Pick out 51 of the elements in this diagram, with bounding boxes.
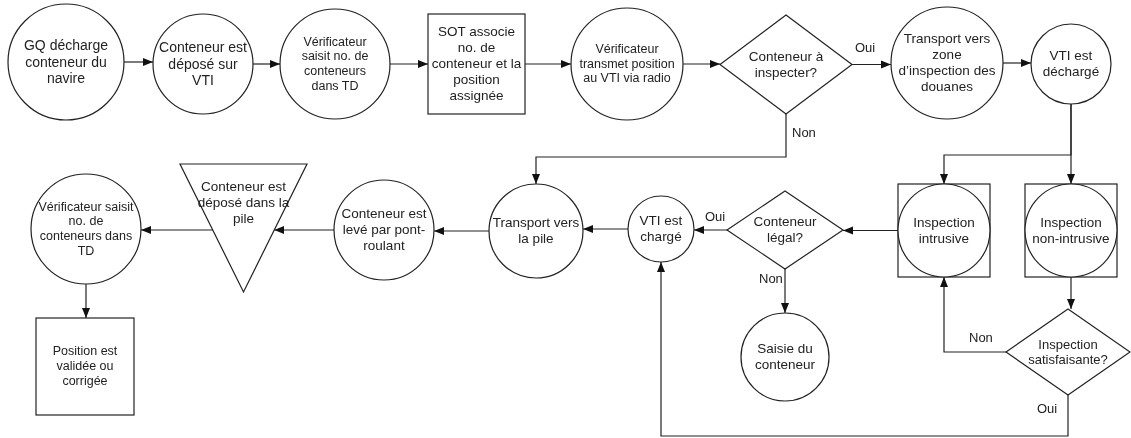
arrow bbox=[693, 226, 728, 234]
process-circle bbox=[31, 174, 141, 284]
arrow bbox=[851, 60, 892, 69]
process-circle bbox=[891, 7, 1003, 119]
decision-diamond bbox=[720, 15, 852, 114]
arrow bbox=[842, 226, 899, 235]
node-text: Position est validée ou corrigée bbox=[51, 344, 119, 389]
arrow bbox=[781, 268, 789, 314]
arrow bbox=[940, 276, 1007, 353]
process-circle bbox=[628, 196, 694, 262]
node-text: VTI est déchargé bbox=[1041, 48, 1101, 80]
process-box bbox=[428, 14, 525, 114]
process-circle bbox=[280, 9, 390, 119]
node-text: GQ décharge conteneur du navire bbox=[22, 37, 110, 87]
arrow bbox=[1067, 276, 1075, 310]
node-text: Saisie du conteneur bbox=[753, 341, 816, 373]
process-circle bbox=[741, 313, 829, 401]
process-box bbox=[36, 318, 134, 415]
arrow bbox=[82, 283, 90, 319]
node-text: Inspection non-intrusive bbox=[1031, 214, 1111, 247]
node-text: Conteneur est déposé dans la pile bbox=[196, 179, 291, 227]
process-circle bbox=[489, 184, 583, 278]
process-circle bbox=[571, 8, 683, 120]
node-text: Inspection satisfaisante? bbox=[1027, 336, 1109, 368]
node-text: Transport vers la pile bbox=[491, 215, 581, 247]
process-circle bbox=[334, 180, 434, 280]
arrow bbox=[532, 113, 787, 185]
node-text: Inspection intrusive bbox=[912, 214, 976, 247]
node-text: Conteneur est levé par pont-roulant bbox=[340, 206, 428, 254]
process-circle bbox=[153, 14, 253, 114]
node-text: Vérificateur saisit no. de conteneurs dans TD bbox=[38, 199, 134, 259]
node-text: Vérificateur saisit no. de conteneurs dans TD bbox=[300, 34, 370, 94]
storage-triangle bbox=[180, 164, 307, 292]
node-text: Conteneur à inspecter? bbox=[747, 48, 825, 81]
node-text: Vérificateur transmet position au VTI via radio bbox=[579, 41, 675, 87]
node-text: Conteneur légal? bbox=[752, 214, 818, 246]
node-text: Transport vers zone d’inspection des douanes bbox=[897, 31, 997, 95]
arrow bbox=[582, 225, 629, 233]
arrow bbox=[657, 261, 1069, 437]
process-circle bbox=[1031, 24, 1111, 104]
arrow bbox=[273, 226, 335, 234]
decision-diamond bbox=[1006, 309, 1130, 395]
process-circle bbox=[8, 4, 124, 120]
inspection-box bbox=[898, 184, 990, 277]
arrow bbox=[433, 227, 490, 235]
decision-diamond bbox=[727, 191, 843, 269]
inspection-box bbox=[1025, 184, 1117, 277]
node-text: SOT associe no. de conteneur et la position assignée bbox=[431, 24, 522, 104]
node-text: VTI est chargé bbox=[638, 213, 684, 245]
node-text: Conteneur est déposé sur VTI bbox=[158, 39, 248, 89]
arrow bbox=[1067, 103, 1075, 185]
